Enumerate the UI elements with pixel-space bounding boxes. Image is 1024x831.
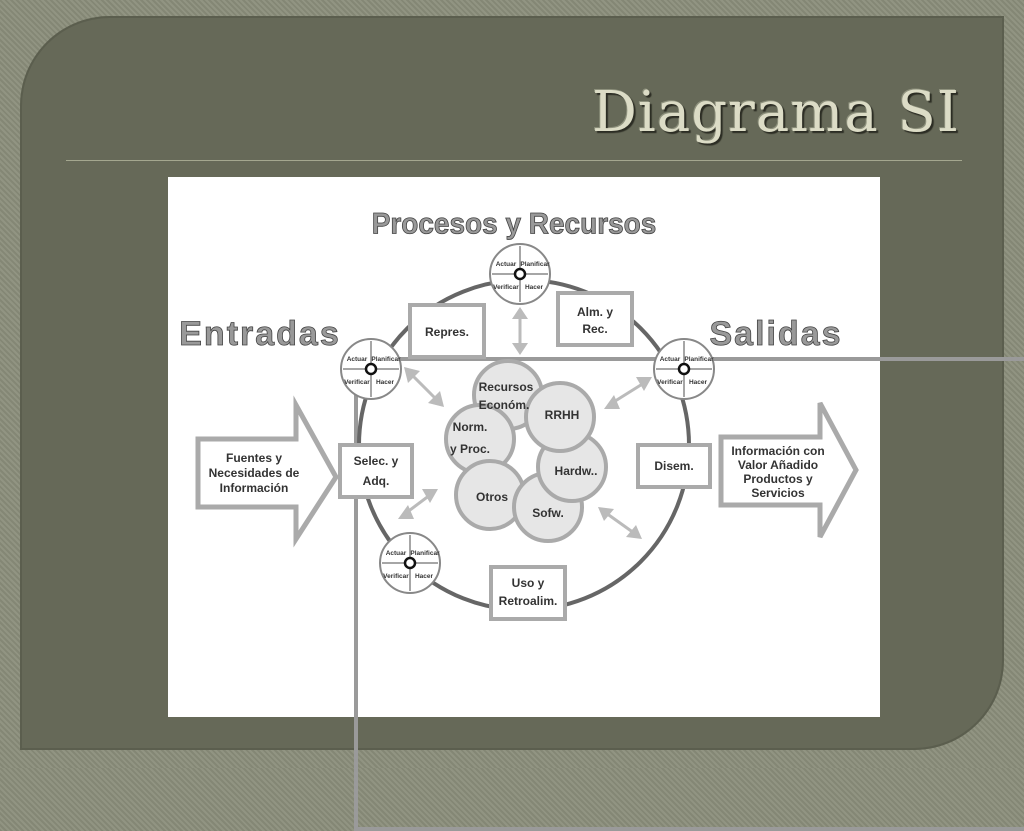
stage-label: Disem. bbox=[654, 459, 693, 473]
input-arrow bbox=[195, 395, 339, 548]
pdca-label: Verificar bbox=[383, 573, 409, 580]
pdca-label: Actuar bbox=[496, 261, 517, 268]
cycle-icon bbox=[677, 362, 691, 376]
stage-box-disem: Disem. bbox=[636, 443, 712, 489]
stage-box-selec: Selec. y Adq. bbox=[338, 443, 414, 499]
pdca-label: Verificar bbox=[344, 379, 370, 386]
stage-box-repres: Repres. bbox=[408, 303, 486, 359]
stage-box-alm: Alm. y Rec. bbox=[556, 291, 634, 347]
title-divider bbox=[66, 160, 962, 161]
arrow-upper-left bbox=[410, 373, 438, 401]
output-text-line: Valor Añadido bbox=[738, 458, 818, 472]
pdca-label: Actuar bbox=[386, 550, 407, 557]
pdca-label: Planificar bbox=[410, 550, 440, 557]
resource-label: Recursos bbox=[479, 380, 534, 394]
pdca-label: Actuar bbox=[660, 356, 681, 363]
resource-label: Económ. bbox=[479, 398, 530, 412]
stage-label: Rec. bbox=[582, 322, 607, 336]
cycle-icon bbox=[513, 267, 527, 281]
stage-label: Retroalim. bbox=[499, 594, 558, 608]
resource-label: Hardw.. bbox=[555, 464, 598, 478]
resource-labels: Recursos Económ. RRHH Norm. y Proc. Hard… bbox=[450, 380, 597, 520]
slide-title: Diagrama SI bbox=[592, 80, 960, 145]
pdca-label: Verificar bbox=[493, 284, 519, 291]
arrow-lower-left-heads bbox=[398, 489, 438, 519]
stage-label: Repres. bbox=[425, 325, 469, 339]
arrow-upper-right bbox=[611, 381, 645, 405]
top-label: Procesos y Recursos bbox=[372, 208, 657, 241]
pdca-label: Planificar bbox=[684, 356, 714, 363]
output-arrow-text: Información con Valor Añadido Productos … bbox=[731, 444, 824, 500]
resource-label: y Proc. bbox=[450, 442, 490, 456]
stage-label: Alm. y bbox=[577, 305, 613, 319]
resource-label: Sofw. bbox=[532, 506, 564, 520]
cycle-icon bbox=[364, 362, 378, 376]
stage-label: Selec. y bbox=[354, 454, 399, 468]
output-text-line: Servicios bbox=[751, 486, 805, 500]
arrow-lower-right bbox=[605, 511, 635, 535]
stage-box-uso: Uso y Retroalim. bbox=[489, 565, 567, 621]
connector-arrows bbox=[398, 307, 652, 539]
resource-label: Otros bbox=[476, 490, 508, 504]
pdca-label: Hacer bbox=[415, 573, 434, 580]
resource-label: Norm. bbox=[453, 420, 488, 434]
output-text-line: Productos y bbox=[743, 472, 813, 486]
output-text-line: Información con bbox=[731, 444, 824, 458]
pdca-label: Planificar bbox=[371, 356, 401, 363]
input-text-line: Información bbox=[220, 481, 289, 495]
stage-label: Adq. bbox=[363, 474, 390, 488]
pdca-label: Hacer bbox=[689, 379, 708, 386]
input-text-line: Necesidades de bbox=[209, 466, 300, 480]
left-label: Entradas bbox=[179, 315, 341, 353]
diagram-panel: Procesos y Recursos Entradas Salidas Fue… bbox=[168, 177, 1024, 831]
resource-rrhh bbox=[524, 381, 596, 453]
stage-label: Uso y bbox=[512, 576, 545, 590]
input-arrow-text: Fuentes y Necesidades de Información bbox=[209, 451, 300, 495]
arrow-upper-left-heads bbox=[404, 367, 444, 407]
arrow-lower-right-heads bbox=[598, 507, 642, 539]
diagram-svg: Procesos y Recursos Entradas Salidas Fue… bbox=[179, 208, 859, 621]
right-label: Salidas bbox=[709, 315, 842, 353]
arrow-top-heads bbox=[512, 307, 528, 355]
resource-label: RRHH bbox=[545, 408, 580, 422]
pdca-label: Hacer bbox=[525, 284, 544, 291]
output-arrow bbox=[718, 401, 859, 539]
pdca-label: Planificar bbox=[520, 261, 550, 268]
resource-cluster bbox=[444, 359, 608, 543]
arrow-upper-right-heads bbox=[604, 377, 652, 409]
cycle-icon bbox=[403, 556, 417, 570]
pdca-label: Hacer bbox=[376, 379, 395, 386]
input-text-line: Fuentes y bbox=[226, 451, 282, 465]
pdca-label: Verificar bbox=[657, 379, 683, 386]
pdca-label: Actuar bbox=[347, 356, 368, 363]
